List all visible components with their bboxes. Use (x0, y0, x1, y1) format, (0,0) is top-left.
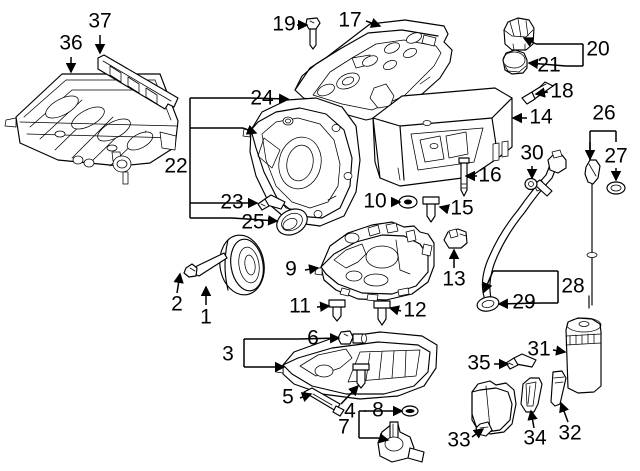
callout-number-29[interactable]: 29 (512, 291, 535, 314)
bracket-3 (243, 338, 299, 368)
callout-number-7[interactable]: 7 (338, 416, 350, 439)
part-oil-level-sensor[interactable] (377, 421, 425, 463)
part-oil-pump-pickup-fitting[interactable] (443, 228, 468, 249)
callout-number-23[interactable]: 23 (220, 191, 243, 214)
callout-number-6[interactable]: 6 (307, 327, 319, 350)
callout-number-19[interactable]: 19 (272, 13, 295, 36)
part-valve-cover-bolt[interactable] (305, 17, 321, 50)
part-oil-cooler[interactable] (471, 380, 517, 437)
callout-number-15[interactable]: 15 (450, 197, 473, 220)
part-engine-block-ladder-frame[interactable] (372, 87, 513, 187)
part-oil-pan-sealant[interactable] (303, 387, 345, 417)
part-crankshaft-front-seal[interactable] (272, 204, 312, 240)
part-block-bolt[interactable] (422, 196, 440, 223)
callout-number-26[interactable]: 26 (592, 102, 615, 125)
part-pan-drain-bolt[interactable] (352, 363, 370, 389)
part-intake-manifold-gasket[interactable] (97, 54, 179, 110)
part-long-block-bolt[interactable] (458, 157, 470, 197)
part-timing-cover-bolt[interactable] (257, 194, 286, 211)
bracket-22 (189, 97, 250, 219)
part-oil-filter[interactable] (565, 317, 602, 394)
callout-number-28[interactable]: 28 (561, 275, 584, 298)
callout-number-22[interactable]: 22 (164, 155, 187, 178)
callout-number-37[interactable]: 37 (88, 10, 111, 33)
callout-number-13[interactable]: 13 (442, 268, 465, 291)
part-dipstick-o-ring[interactable] (606, 181, 626, 195)
callout-number-27[interactable]: 27 (604, 145, 627, 168)
callout-number-18[interactable]: 18 (550, 80, 573, 103)
callout-number-25[interactable]: 25 (241, 211, 264, 234)
callout-number-9[interactable]: 9 (285, 258, 297, 281)
callout-number-11[interactable]: 11 (289, 295, 311, 318)
part-oil-filler-cap[interactable] (503, 17, 535, 51)
part-oil-dipstick[interactable] (584, 159, 601, 309)
callout-number-35[interactable]: 35 (467, 352, 490, 375)
part-timing-cover[interactable] (242, 97, 361, 227)
callout-number-36[interactable]: 36 (59, 32, 82, 55)
part-oil-cooler-gasket[interactable] (520, 377, 543, 413)
callout-number-10[interactable]: 10 (363, 190, 386, 213)
callout-number-21[interactable]: 21 (537, 54, 560, 77)
callout-number-32[interactable]: 32 (558, 422, 581, 445)
callout-number-2[interactable]: 2 (171, 293, 183, 316)
bracket-28 (493, 270, 559, 304)
part-seal-washer[interactable] (398, 195, 418, 209)
callout-number-33[interactable]: 33 (447, 429, 470, 452)
callout-number-3[interactable]: 3 (222, 343, 234, 366)
callout-number-30[interactable]: 30 (520, 142, 543, 165)
leader-arrows (65, 18, 622, 444)
callout-number-17[interactable]: 17 (338, 9, 361, 32)
part-dipstick-tube-o-ring[interactable] (476, 295, 500, 313)
part-pan-bolt-long[interactable] (373, 300, 391, 326)
part-tube-mounting-bolt[interactable] (524, 177, 553, 197)
part-oil-pan-upper[interactable] (314, 221, 435, 302)
callout-number-14[interactable]: 14 (529, 106, 553, 129)
callout-number-31[interactable]: 31 (527, 338, 550, 361)
callout-number-5[interactable]: 5 (282, 386, 294, 409)
callout-number-1[interactable]: 1 (200, 306, 212, 329)
bracket-20 (536, 43, 584, 67)
part-pan-bolt-short[interactable] (328, 299, 346, 322)
part-sensor-o-ring[interactable] (401, 405, 419, 417)
part-intake-manifold[interactable] (4, 73, 179, 185)
callout-number-4[interactable]: 4 (344, 400, 356, 423)
callout-number-8[interactable]: 8 (372, 399, 384, 422)
callout-number-24[interactable]: 24 (250, 87, 274, 110)
callout-number-20[interactable]: 20 (586, 38, 609, 61)
part-oil-filler-cap-seal[interactable] (502, 49, 528, 75)
callout-number-34[interactable]: 34 (523, 427, 547, 450)
part-oil-drain-plug[interactable] (337, 330, 367, 345)
part-pulley-bolt[interactable] (183, 252, 228, 278)
part-oil-cooler-bolt[interactable] (550, 370, 567, 407)
callout-number-12[interactable]: 12 (403, 299, 426, 322)
callout-number-16[interactable]: 16 (478, 164, 501, 187)
part-crankshaft-pulley[interactable] (216, 232, 269, 298)
